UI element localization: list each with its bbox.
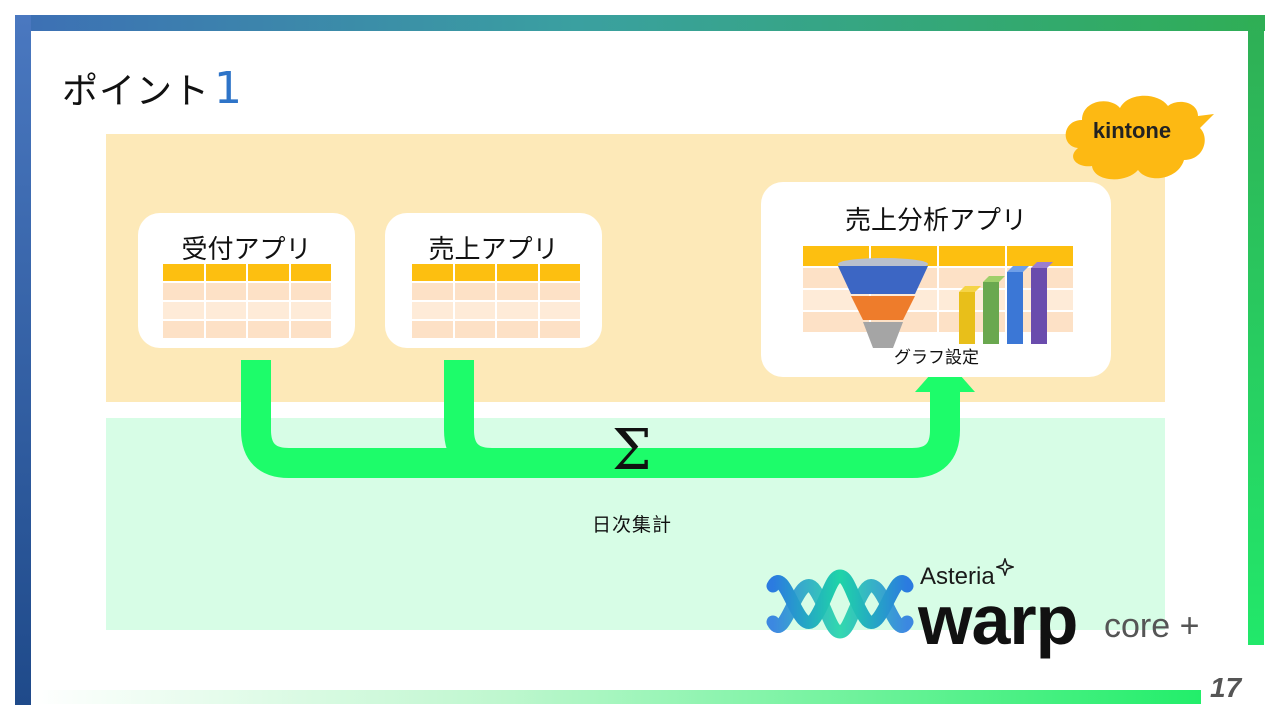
- asteria-brand-label: Asteria: [920, 563, 995, 590]
- reception-app-table: [163, 264, 331, 338]
- sigma-symbol: Σ: [612, 418, 652, 483]
- core-plus-label: core +: [1104, 607, 1200, 645]
- frame-top-border: [15, 15, 1265, 31]
- sparkle-icon: [996, 558, 1014, 576]
- daily-total-label: 日次集計: [592, 514, 673, 536]
- sales-analysis-app-title: 売上分析アプリ: [844, 206, 1027, 236]
- sales-analysis-app-card: 売上分析アプリ: [761, 182, 1111, 377]
- slide-title-text: ポイント: [62, 71, 211, 112]
- warp-brand-label: warp: [918, 581, 1078, 659]
- warp-logo-icon: [766, 569, 914, 639]
- funnel-chart-icon: [838, 258, 928, 348]
- slide-title: ポイント1: [62, 62, 243, 114]
- frame-right-border: [1248, 15, 1264, 645]
- sales-app-title: 売上アプリ: [428, 235, 559, 265]
- page-number: 17: [1210, 672, 1242, 703]
- reception-app-card: 受付アプリ: [138, 213, 355, 348]
- graph-setting-label: グラフ設定: [894, 348, 979, 368]
- frame-left-border: [15, 15, 31, 705]
- bar-chart-icon: [959, 262, 1053, 344]
- sales-app-table: [412, 264, 580, 338]
- sales-app-card: 売上アプリ: [385, 213, 602, 348]
- slide-title-number: 1: [214, 63, 244, 114]
- frame-bottom-border: [31, 690, 1201, 704]
- kintone-label: kintone: [1093, 118, 1171, 143]
- kintone-cloud-logo: kintone: [1065, 95, 1214, 180]
- reception-app-title: 受付アプリ: [181, 235, 312, 265]
